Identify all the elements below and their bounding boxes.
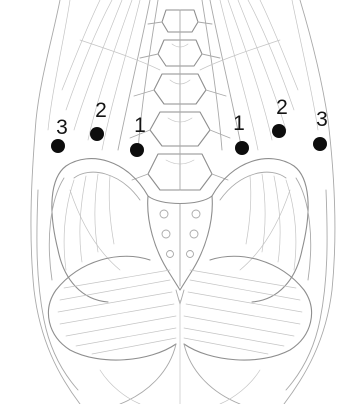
lumbar-spine xyxy=(130,10,230,190)
marker-dot xyxy=(130,143,144,157)
marker-dot xyxy=(235,141,249,155)
marker-right-1: 1 xyxy=(233,112,249,155)
marker-dot xyxy=(51,139,65,153)
marker-label: 3 xyxy=(56,116,68,139)
marker-label: 1 xyxy=(233,112,245,135)
marker-dot xyxy=(90,127,104,141)
marker-dot xyxy=(272,124,286,138)
marker-label: 2 xyxy=(276,96,288,119)
marker-label: 1 xyxy=(134,114,146,137)
sacrum xyxy=(148,196,213,304)
body-outline xyxy=(31,0,335,404)
marker-left-1: 1 xyxy=(130,114,146,157)
marker-dot xyxy=(313,137,327,151)
marker-right-3: 3 xyxy=(313,108,328,151)
marker-label: 3 xyxy=(316,108,328,131)
marker-label: 2 xyxy=(95,99,107,122)
marker-right-2: 2 xyxy=(272,96,288,138)
marker-left-3: 3 xyxy=(51,116,68,153)
